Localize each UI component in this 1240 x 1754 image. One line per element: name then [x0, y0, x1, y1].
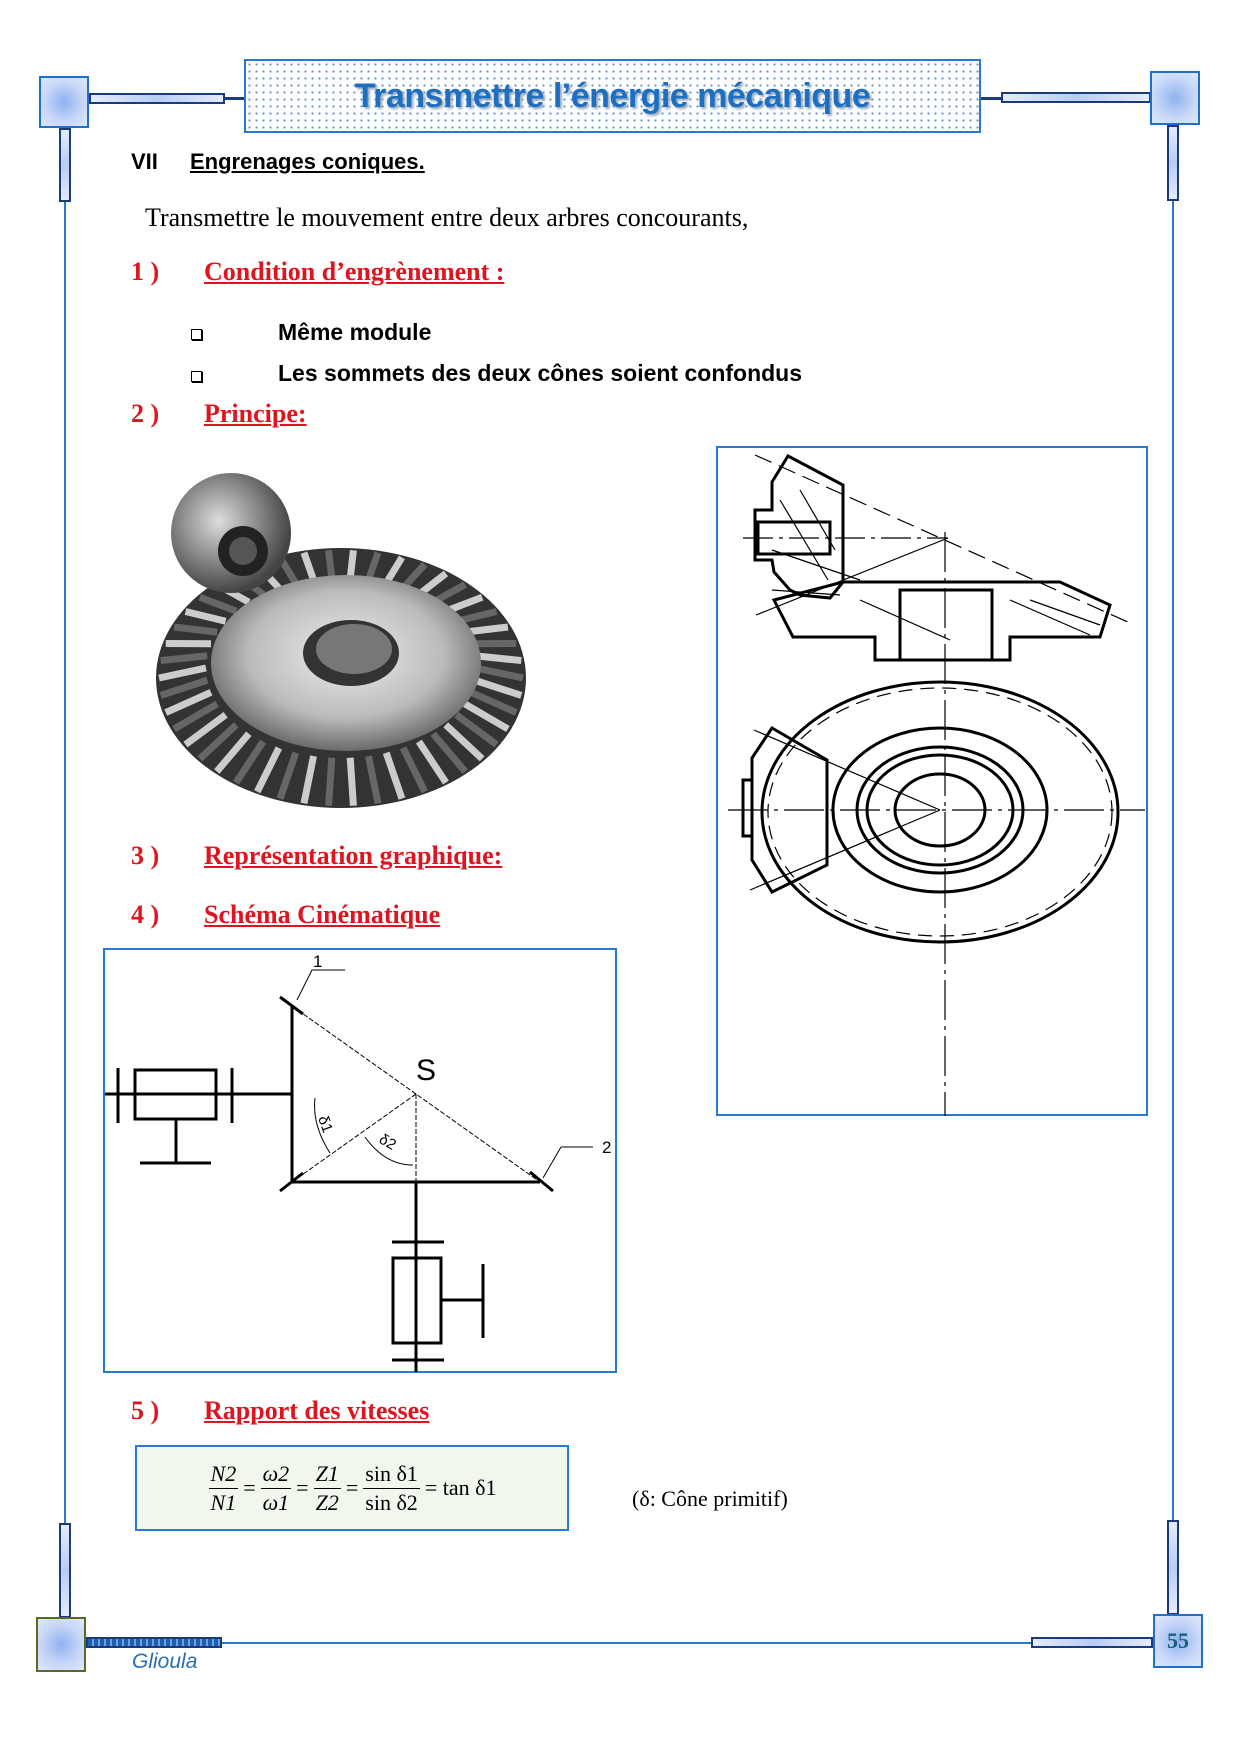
frame-bar	[1167, 125, 1179, 201]
gear-tooth	[233, 739, 267, 785]
z2: Z2	[315, 1489, 339, 1515]
part-heading: Rapport des vitesses	[204, 1396, 430, 1425]
gear-tooth	[346, 549, 357, 579]
gear-tooth	[300, 755, 317, 805]
frame-connector	[981, 97, 1001, 100]
gear-tooth	[164, 689, 213, 716]
gear-tooth	[463, 700, 510, 733]
gear-tooth	[399, 746, 428, 794]
bevel-gear-drawing	[716, 446, 1148, 1116]
z1: Z1	[315, 1460, 339, 1486]
gear-tooth	[276, 751, 300, 800]
gear-tooth	[475, 664, 524, 682]
gear-tooth	[254, 746, 283, 794]
tan-term: = tan δ1	[424, 1475, 497, 1500]
gear-tooth	[400, 561, 428, 591]
part-heading: Représentation graphique:	[204, 841, 503, 870]
w1: ω1	[262, 1489, 290, 1515]
frame-bottom-line	[86, 1642, 1154, 1644]
bullet-icon	[191, 329, 202, 340]
part-heading: Condition d’engrènement :	[204, 257, 505, 286]
frame-bar	[86, 1637, 222, 1648]
delta-note: (δ: Cône primitif)	[632, 1486, 788, 1511]
gear-tooth	[198, 593, 238, 615]
gear-tooth	[474, 652, 522, 665]
gear-tooth	[300, 551, 317, 582]
part-number: 4 )	[131, 900, 160, 929]
section-title: Engrenages coniques.	[190, 149, 425, 174]
gear-tooth	[464, 623, 509, 636]
gear-tooth	[454, 711, 499, 748]
schema-label-1: 1	[313, 952, 322, 971]
kinematic-schema: 1 2 S δ1 δ2	[103, 948, 617, 1373]
gear-tooth	[443, 722, 485, 762]
gear-tooth	[184, 608, 227, 625]
bullet-icon	[191, 371, 202, 382]
gear-tooth	[383, 555, 405, 586]
gear-tooth	[159, 676, 209, 699]
gear-tooth	[183, 711, 228, 748]
equals: =	[345, 1475, 359, 1500]
frame-corner	[39, 76, 89, 128]
part-number: 1 )	[131, 257, 160, 286]
gear-tooth	[430, 731, 468, 774]
frame-bar	[1167, 1520, 1179, 1615]
part-number: 2 )	[131, 399, 160, 428]
gear-tooth	[346, 757, 357, 806]
gear-tooth	[172, 700, 219, 733]
frame-connector	[225, 97, 244, 100]
w2: ω2	[262, 1460, 290, 1486]
condition-item: Les sommets des deux cônes soient confon…	[278, 360, 803, 386]
schema-delta2: δ2	[376, 1131, 399, 1154]
n1: N1	[210, 1489, 237, 1515]
schema-label-s: S	[416, 1054, 436, 1087]
equals: =	[243, 1475, 256, 1500]
author: Glioula	[132, 1650, 198, 1673]
part-heading: Principe:	[204, 399, 307, 428]
gear-tooth	[415, 739, 449, 785]
gear-tooth	[197, 722, 239, 762]
equals: =	[296, 1475, 309, 1500]
frame-right-line	[1172, 125, 1174, 1615]
frame-bar	[1001, 92, 1151, 103]
part-heading: Schéma Cinématique	[204, 900, 441, 929]
frame-corner	[1150, 71, 1200, 125]
gear-tooth	[382, 751, 406, 800]
frame-bar	[59, 1523, 71, 1618]
title-box: Transmettre l’énergie mécanique	[244, 59, 981, 133]
n2: N2	[210, 1460, 237, 1486]
gear-tooth	[160, 652, 208, 665]
gear-tooth	[365, 551, 382, 582]
sin1: sin δ1	[363, 1460, 420, 1489]
part-number: 5 )	[131, 1396, 160, 1425]
frame-left-line	[64, 128, 66, 1618]
gear-tooth	[214, 731, 252, 774]
gear-tooth	[158, 664, 207, 682]
page-title: Transmettre l’énergie mécanique	[354, 76, 871, 115]
frame-bar	[1031, 1637, 1153, 1648]
page-number: 55	[1167, 1628, 1189, 1653]
gear-tooth	[173, 623, 218, 636]
schema-delta1: δ1	[314, 1114, 336, 1136]
gear-tooth	[325, 757, 336, 806]
sin2: sin δ2	[365, 1489, 418, 1515]
gear-tooth	[325, 549, 336, 579]
gear-tooth	[469, 689, 518, 716]
schema-label-2: 2	[602, 1138, 611, 1157]
intro-text: Transmettre le mouvement entre deux arbr…	[145, 203, 749, 232]
frame-bar	[89, 93, 225, 104]
section-number: VII	[131, 149, 158, 174]
frame-corner	[36, 1617, 86, 1672]
page-number-box: 55	[1153, 1614, 1203, 1668]
bevel-gear-photo	[156, 473, 526, 808]
condition-item: Même module	[278, 319, 432, 345]
gear-tooth	[473, 676, 523, 699]
part-number: 3 )	[131, 841, 160, 870]
frame-bar	[59, 128, 71, 202]
gear-tooth	[365, 755, 382, 805]
